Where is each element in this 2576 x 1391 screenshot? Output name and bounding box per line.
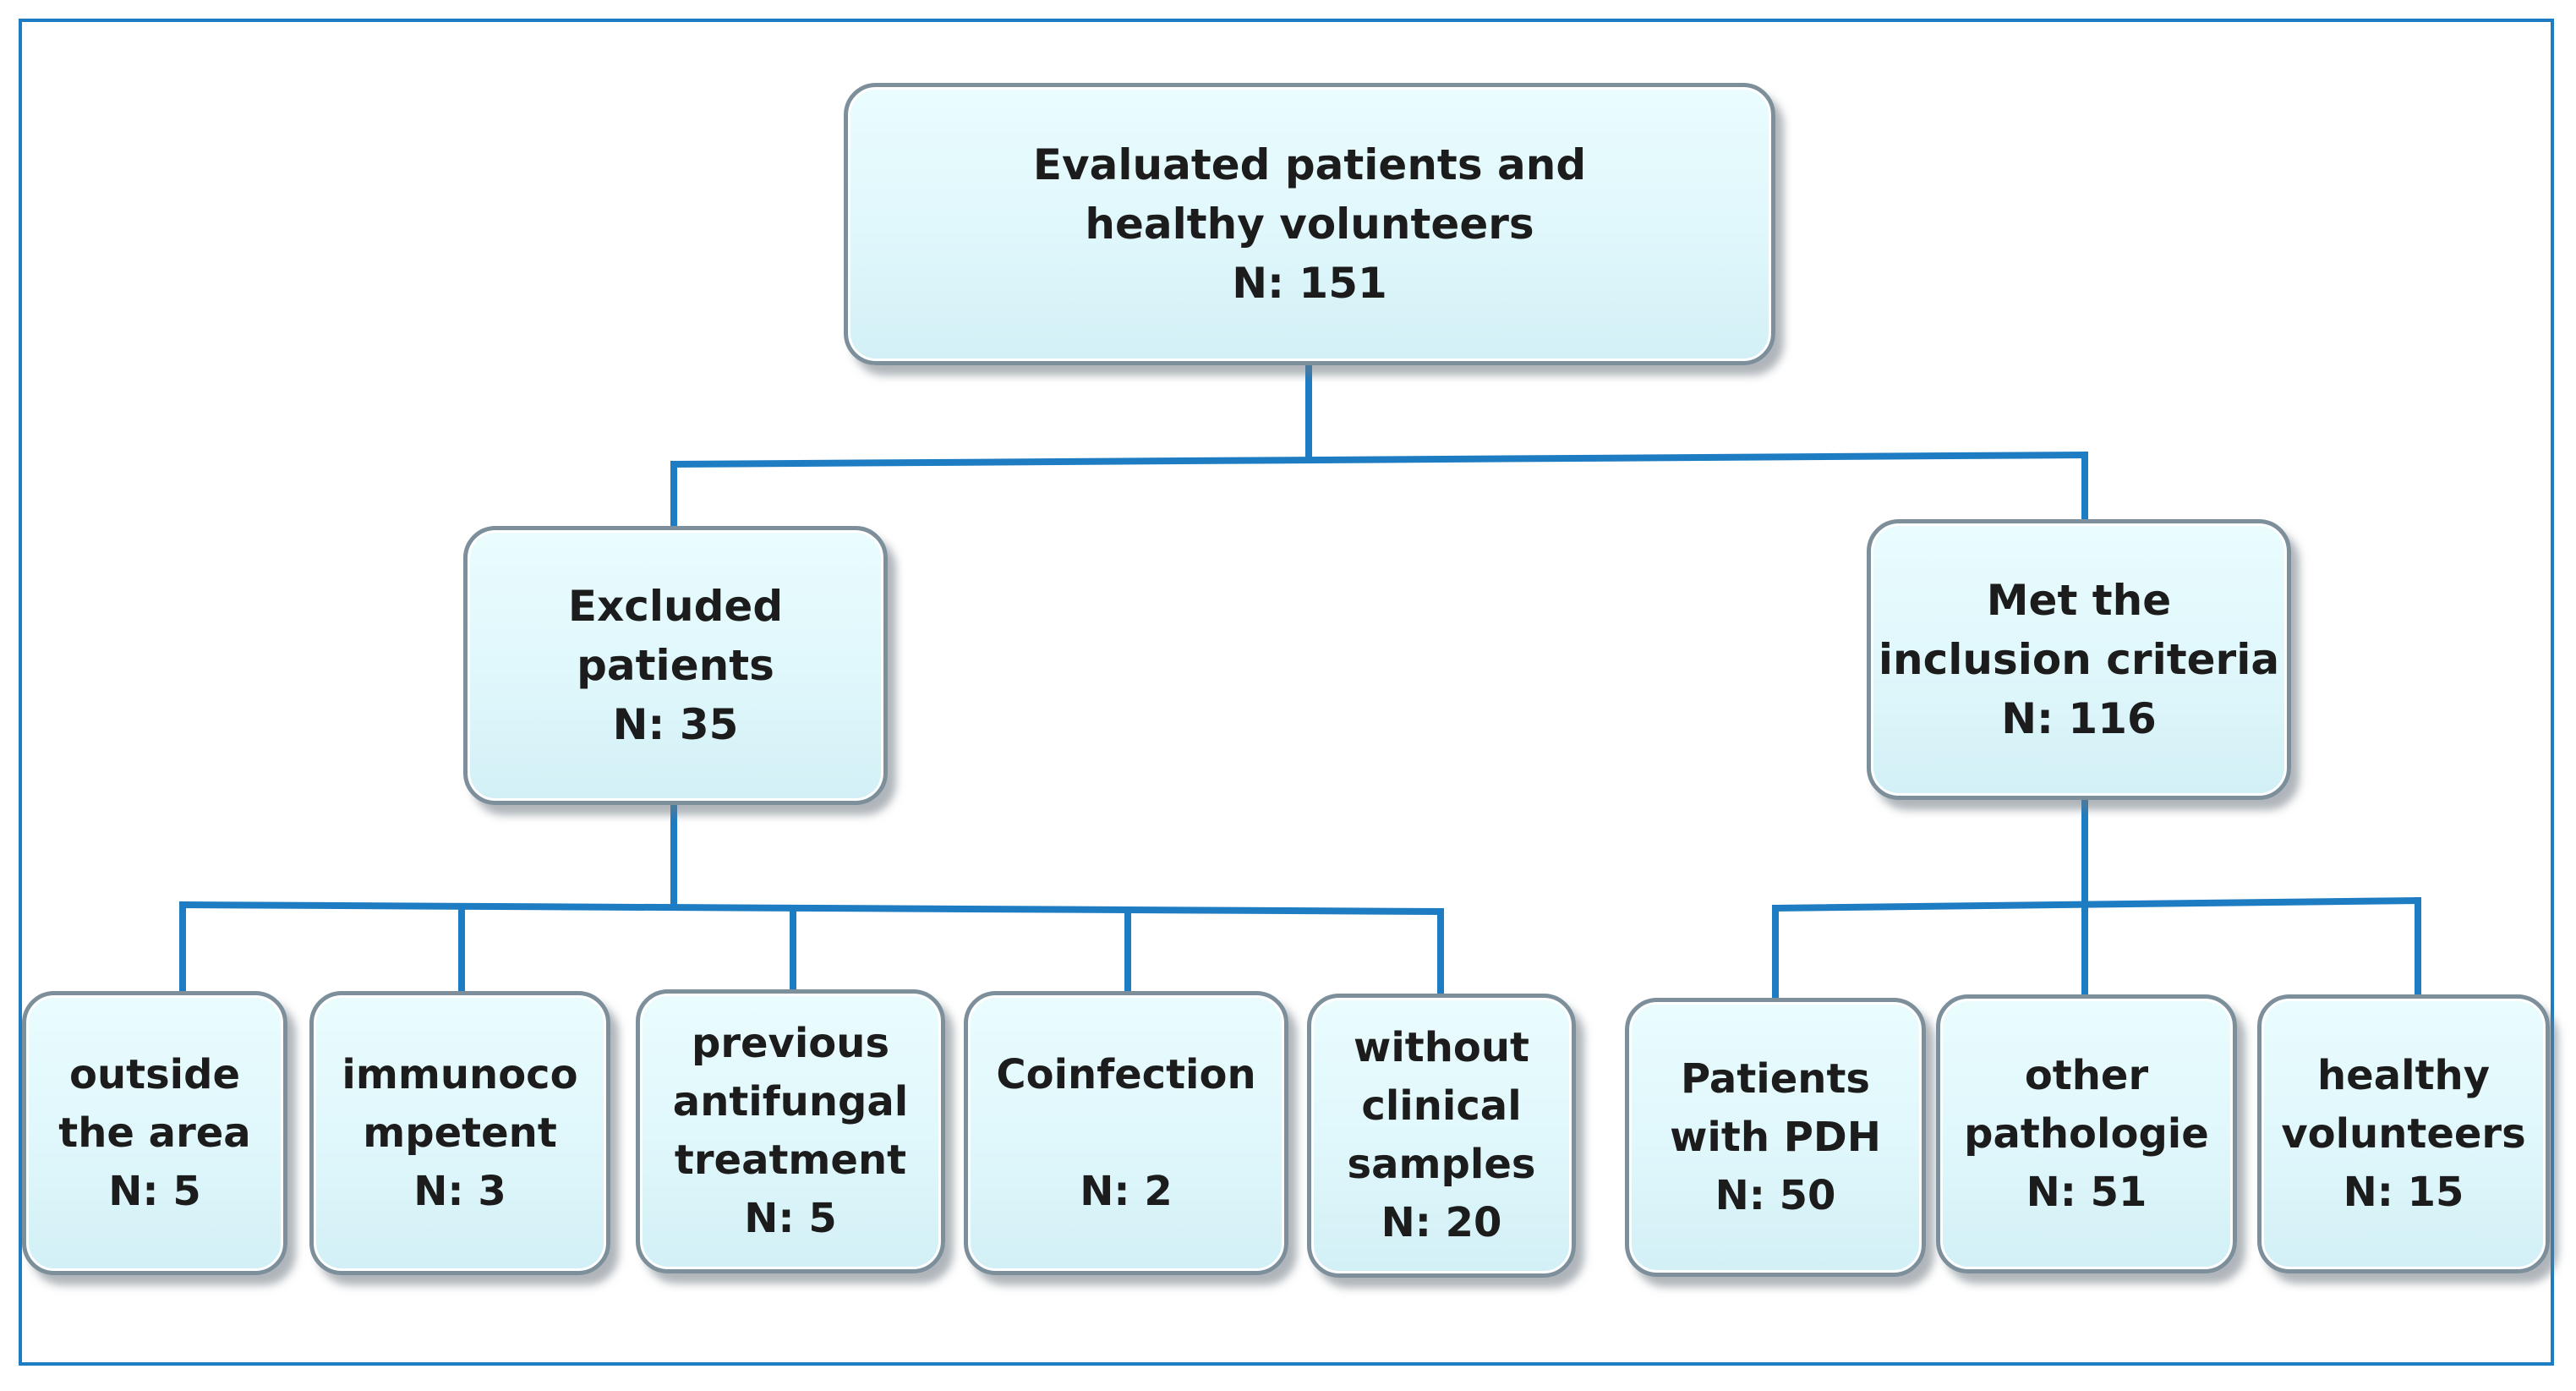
node-outside-area-count: N: 5: [108, 1167, 201, 1215]
node-excluded-line2: patients: [577, 641, 774, 690]
node-evaluated-count: N: 151: [1232, 259, 1387, 308]
node-previous-antifungal-line2: antifungal: [672, 1078, 909, 1125]
node-patients-pdh-line2: with PDH: [1670, 1113, 1881, 1161]
node-healthy-volunteers: healthy volunteers N: 15: [2257, 994, 2550, 1273]
node-other-pathologie-line2: pathologie: [1964, 1109, 2209, 1158]
node-without-samples-line1: without: [1353, 1024, 1529, 1071]
node-healthy-volunteers-count: N: 15: [2343, 1168, 2464, 1216]
node-included-line2: inclusion criteria: [1878, 635, 2280, 684]
node-excluded-count: N: 35: [612, 700, 739, 749]
node-without-samples-count: N: 20: [1381, 1199, 1502, 1246]
node-coinfection: Coinfection N: 2: [964, 991, 1288, 1275]
node-other-pathologie-count: N: 51: [2026, 1168, 2147, 1216]
node-healthy-volunteers-line2: volunteers: [2281, 1109, 2526, 1158]
node-outside-area-line1: outside: [68, 1050, 241, 1098]
node-included: Met the inclusion criteria N: 116: [1867, 519, 2291, 800]
node-previous-antifungal: previous antifungal treatment N: 5: [636, 989, 945, 1273]
node-previous-antifungal-line1: previous: [691, 1020, 890, 1067]
node-outside-area: outside the area N: 5: [22, 991, 287, 1275]
node-evaluated-line2: healthy volunteers: [1085, 200, 1534, 249]
node-other-pathologie: other pathologie N: 51: [1936, 994, 2237, 1273]
node-patients-pdh-count: N: 50: [1715, 1171, 1836, 1219]
node-without-samples: without clinical samples N: 20: [1307, 994, 1576, 1278]
node-included-line1: Met the: [1986, 576, 2172, 625]
node-excluded: Excluded patients N: 35: [463, 526, 888, 805]
node-immunocompetent-line2: mpetent: [363, 1109, 557, 1157]
connector-included-horizontal: [1771, 896, 2422, 912]
node-included-count: N: 116: [2001, 694, 2157, 743]
node-without-samples-line3: samples: [1347, 1141, 1536, 1188]
connector-top-horizontal: [670, 451, 2089, 468]
node-other-pathologie-line1: other: [2024, 1051, 2149, 1099]
node-immunocompetent-count: N: 3: [413, 1167, 506, 1215]
node-excluded-line1: Excluded: [567, 582, 784, 631]
node-outside-area-line2: the area: [58, 1109, 251, 1157]
node-immunocompetent: immunoco mpetent N: 3: [309, 991, 610, 1275]
node-evaluated: Evaluated patients and healthy volunteer…: [844, 83, 1775, 365]
node-patients-pdh: Patients with PDH N: 50: [1625, 998, 1926, 1277]
node-evaluated-line1: Evaluated patients and: [1032, 140, 1587, 189]
node-patients-pdh-line1: Patients: [1681, 1054, 1870, 1103]
node-previous-antifungal-count: N: 5: [744, 1195, 837, 1242]
connector-excluded-horizontal: [178, 901, 1445, 916]
node-immunocompetent-line1: immunoco: [342, 1050, 578, 1098]
node-without-samples-line2: clinical: [1361, 1082, 1522, 1130]
node-previous-antifungal-line3: treatment: [674, 1136, 907, 1184]
node-coinfection-line1: Coinfection: [996, 1050, 1256, 1098]
node-coinfection-count: N: 2: [1080, 1167, 1173, 1215]
node-healthy-volunteers-line1: healthy: [2317, 1051, 2490, 1099]
